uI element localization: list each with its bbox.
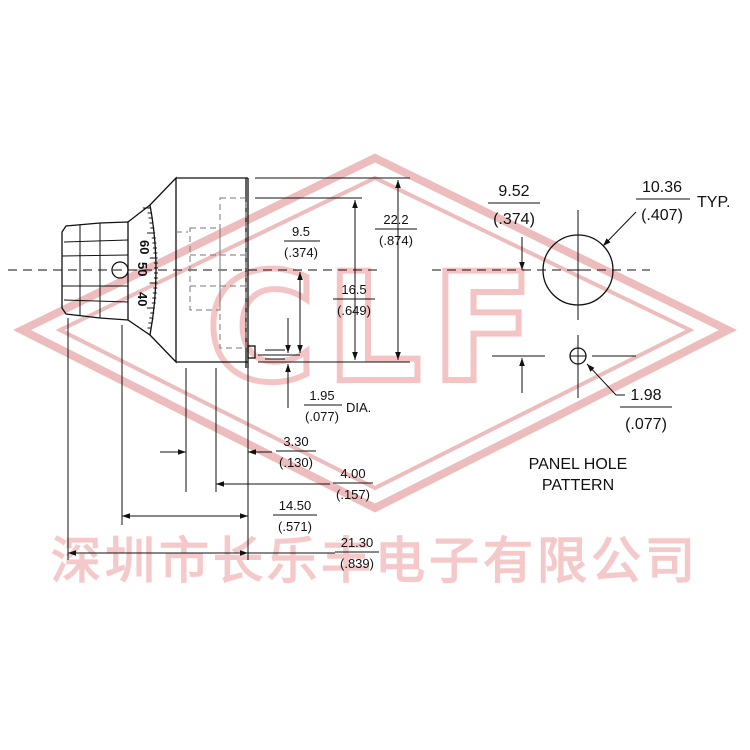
dial-indicator-circle: [111, 261, 129, 279]
dim-3-30-value: 3.30: [283, 434, 308, 449]
dim-10-36-suffix: TYP.: [697, 194, 731, 211]
dial-graduations: [142, 207, 158, 329]
dim-22-2-value: 22.2: [383, 212, 408, 227]
dim-22-2-inch: (.874): [379, 233, 413, 248]
dim-1-98-leader: [586, 363, 617, 396]
dim-1-98-inch: (.077): [625, 416, 667, 433]
watermark: CLF 深圳市长乐丰电子有限公司: [12, 153, 738, 590]
panel-title-line1: PANEL HOLE: [529, 456, 628, 473]
dim-10-36-inch: (.407): [641, 207, 683, 224]
extension-lines: [67, 177, 410, 560]
dim-9-52-inch: (.374): [493, 211, 535, 228]
dim-21-30-value: 21.30: [341, 535, 374, 550]
panel-hole-pattern: 9.52 (.374) 10.36 (.407) TYP. 1.98 (.077…: [432, 179, 731, 494]
knob-grip: [61, 221, 129, 321]
knob-dimension-labels: 9.5 (.374) 22.2 (.874) 16.5 (.649) 1.95 …: [273, 212, 417, 571]
dim-16-5-inch: (.649): [337, 303, 371, 318]
dim-1-95-value: 1.95: [309, 388, 334, 403]
dial-number-40: 40: [135, 292, 150, 306]
panel-title-line2: PATTERN: [542, 477, 614, 494]
dim-1-95-suffix: DIA.: [346, 400, 371, 415]
dim-9-52-value: 9.52: [498, 183, 529, 200]
dim-21-30-inch: (.839): [340, 556, 374, 571]
company-watermark: 深圳市长乐丰电子有限公司: [51, 532, 699, 590]
dim-14-50-inch: (.571): [278, 519, 312, 534]
dial-number-50: 50: [135, 262, 150, 276]
dim-1-98-value: 1.98: [630, 387, 661, 404]
dim-16-5-value: 16.5: [341, 282, 366, 297]
dim-9-5-inch: (.374): [284, 245, 318, 260]
dim-9-5-value: 9.5: [292, 224, 310, 239]
dim-4-00-inch: (.157): [336, 487, 370, 502]
dim-10-36-value: 10.36: [642, 179, 682, 196]
knob-body: [176, 177, 256, 368]
knob-dial: 60 50 40: [111, 176, 177, 364]
clf-logo-watermark: CLF: [12, 153, 738, 513]
dim-10-36-leader: [602, 211, 637, 247]
dial-number-60: 60: [137, 240, 152, 254]
dim-1-95-inch: (.077): [305, 409, 339, 424]
dim-3-30-inch: (.130): [279, 455, 313, 470]
dim-4-00-value: 4.00: [340, 466, 365, 481]
anti-rotation-tab: [247, 345, 256, 359]
dim-14-50-value: 14.50: [279, 498, 312, 513]
knob-side-view: 60 50 40: [8, 176, 410, 560]
main-hole-circle: [542, 234, 614, 306]
logo-text: CLF: [206, 242, 544, 416]
